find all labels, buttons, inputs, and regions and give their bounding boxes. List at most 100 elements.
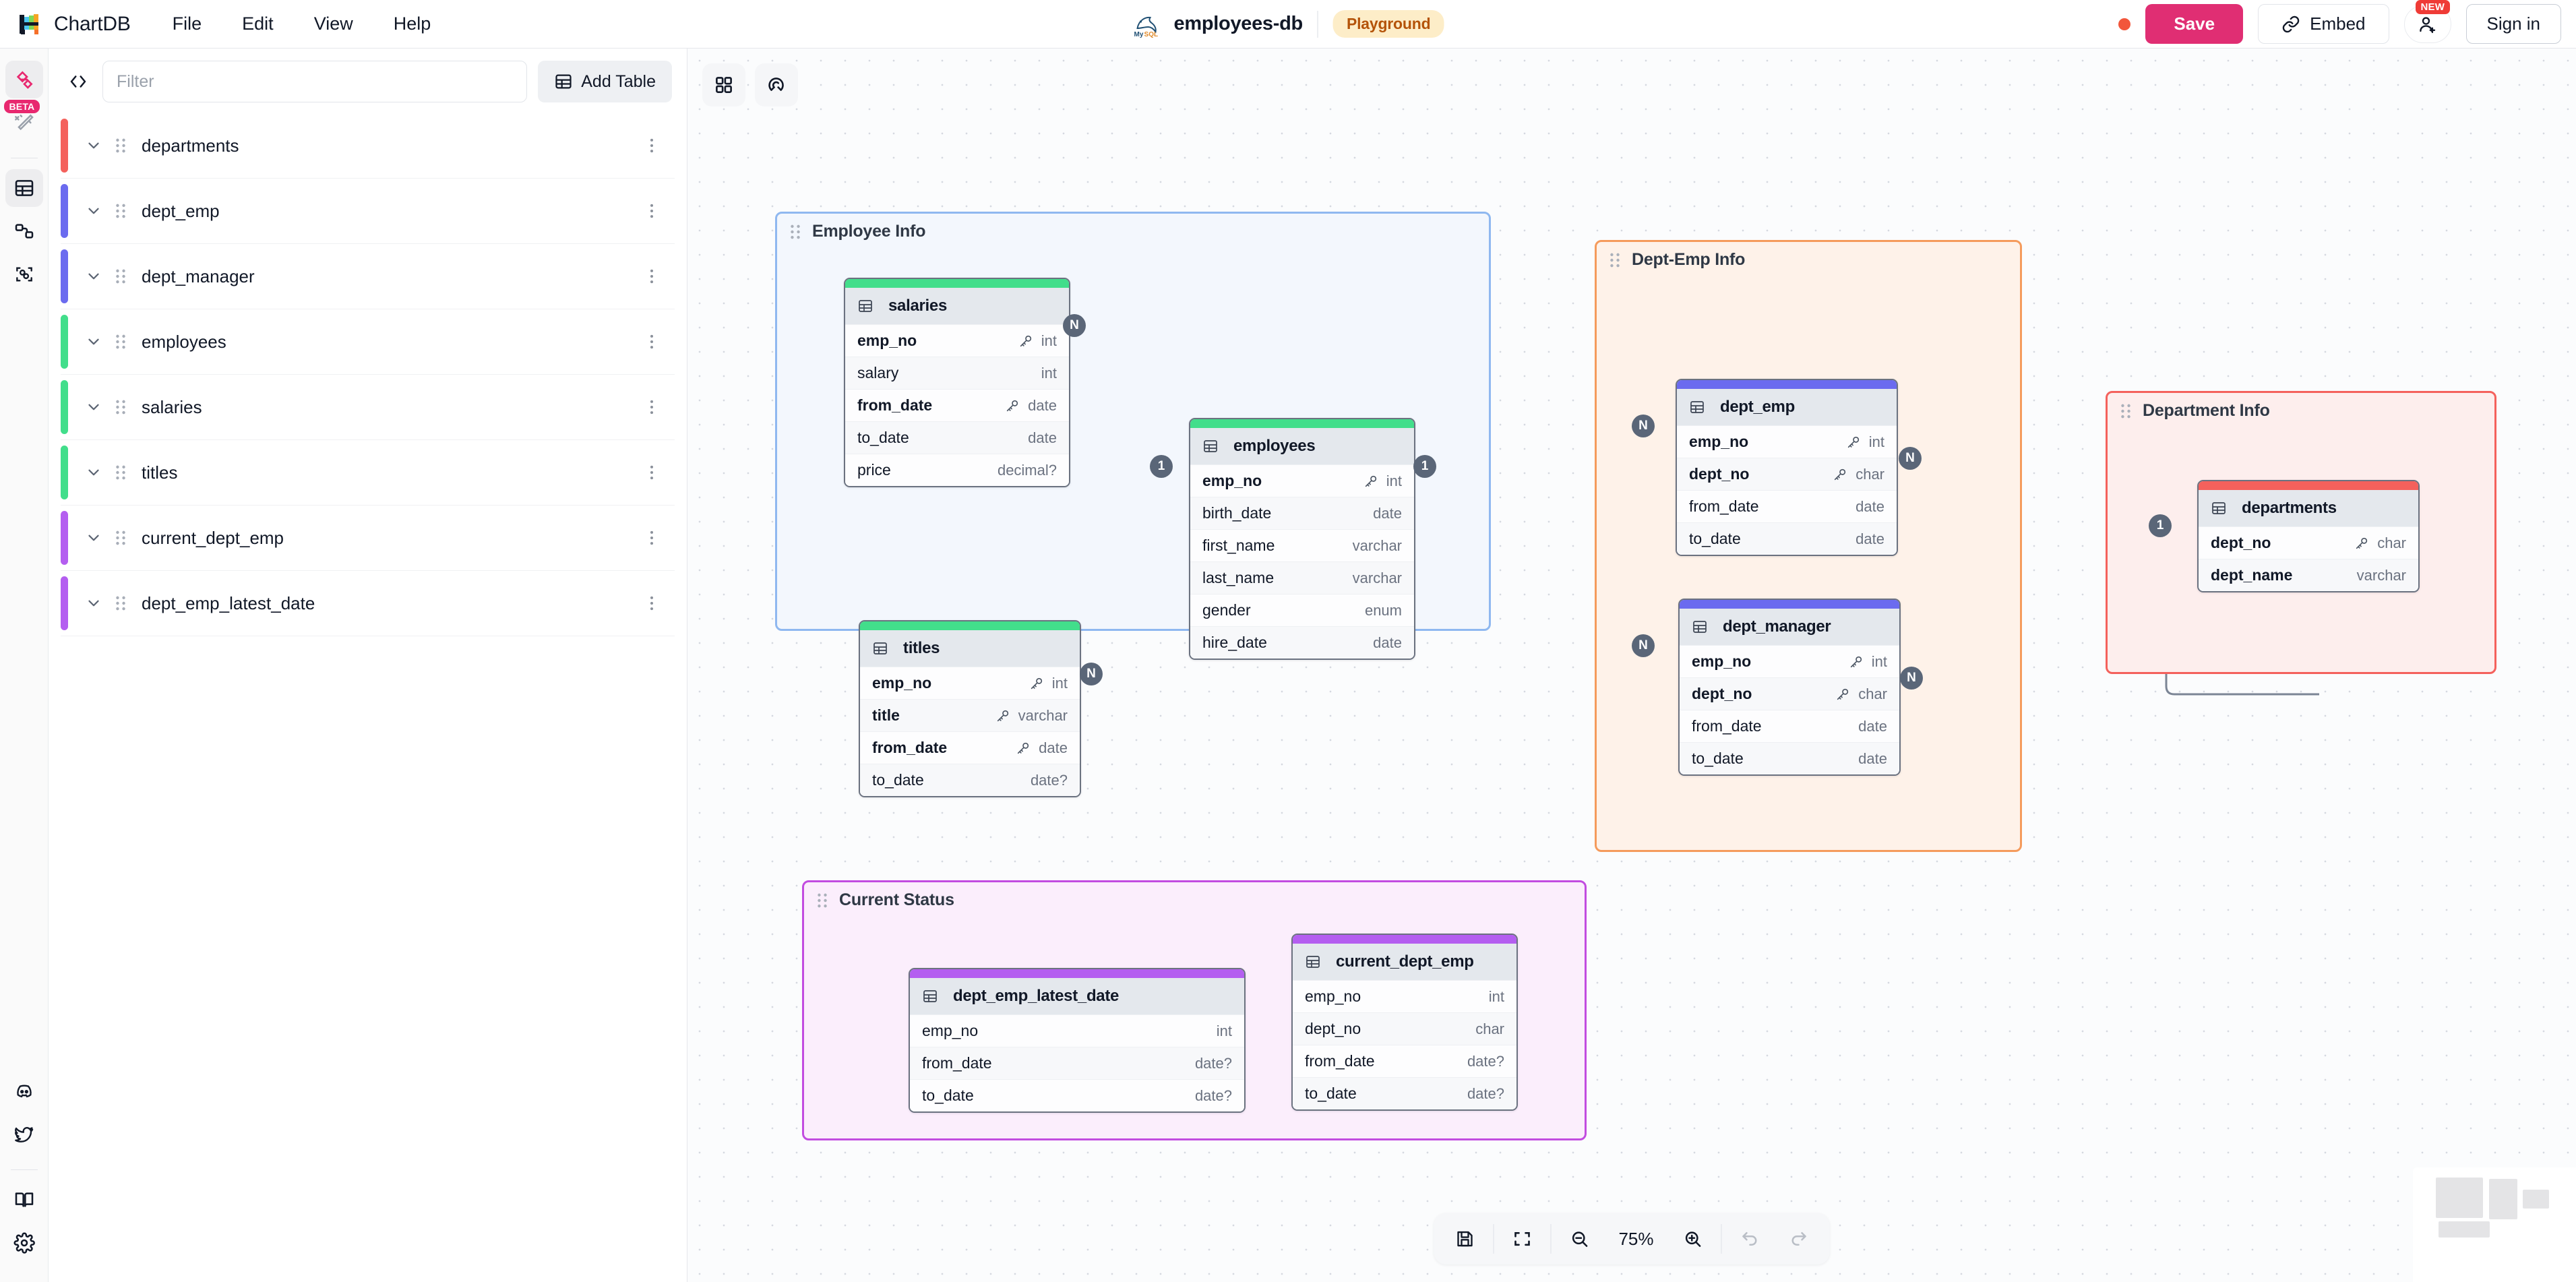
fit-screen-button[interactable] [1498, 1219, 1547, 1259]
table-list-item[interactable]: salaries [61, 375, 675, 440]
menu-help[interactable]: Help [393, 13, 431, 34]
rail-item-relationships[interactable] [5, 212, 43, 250]
chevron-down-icon[interactable] [78, 464, 109, 481]
chevron-down-icon[interactable] [78, 398, 109, 416]
rail-item-tables[interactable] [5, 169, 43, 207]
table-list-item[interactable]: titles [61, 440, 675, 506]
filter-input[interactable] [102, 61, 528, 102]
sign-in-button[interactable]: Sign in [2465, 4, 2561, 44]
add-user-button[interactable]: NEW [2403, 0, 2451, 43]
chevron-down-icon[interactable] [78, 268, 109, 285]
minimap[interactable] [2413, 1167, 2576, 1282]
rail-item-diagram[interactable] [5, 61, 43, 98]
drag-handle-icon[interactable] [109, 464, 132, 481]
zoom-in-button[interactable] [1669, 1219, 1717, 1259]
save-button[interactable]: Save [2145, 4, 2244, 44]
drag-handle-icon[interactable] [109, 202, 132, 220]
chevron-down-icon[interactable] [78, 333, 109, 350]
drag-handle-icon[interactable] [815, 892, 830, 909]
chevron-down-icon[interactable] [78, 529, 109, 547]
rail-item-discord[interactable] [5, 1072, 43, 1110]
rail-item-settings[interactable] [5, 1224, 43, 1262]
table-node-header[interactable]: employees [1190, 428, 1414, 464]
drag-handle-icon[interactable] [109, 137, 132, 154]
more-options-icon[interactable] [638, 590, 665, 617]
drag-handle-icon[interactable] [109, 398, 132, 416]
rail-item-docs[interactable] [5, 1181, 43, 1219]
rail-item-magic-wand[interactable]: BETA [3, 100, 43, 142]
save-diagram-button[interactable] [1441, 1219, 1490, 1259]
undo-button[interactable] [1726, 1219, 1775, 1259]
menu-edit[interactable]: Edit [242, 13, 274, 34]
embed-button[interactable]: Embed [2258, 4, 2389, 44]
zoom-level[interactable]: 75% [1618, 1228, 1654, 1249]
chevron-down-icon[interactable] [78, 202, 109, 220]
drag-handle-icon[interactable] [109, 333, 132, 350]
table-list-item[interactable]: dept_emp_latest_date [61, 571, 675, 636]
table-list-item[interactable]: dept_manager [61, 244, 675, 309]
more-options-icon[interactable] [638, 132, 665, 159]
more-options-icon[interactable] [638, 197, 665, 224]
drag-handle-icon[interactable] [109, 268, 132, 285]
menu-file[interactable]: File [172, 13, 202, 34]
table-node-header[interactable]: titles [860, 630, 1080, 667]
redo-button[interactable] [1775, 1219, 1823, 1259]
add-table-button[interactable]: Add Table [538, 61, 672, 102]
table-list-item[interactable]: departments [61, 113, 675, 179]
drag-handle-icon[interactable] [2118, 402, 2133, 420]
table-node-header[interactable]: departments [2199, 490, 2418, 526]
table-node-header[interactable]: current_dept_emp [1293, 944, 1516, 980]
more-options-icon[interactable] [638, 328, 665, 355]
table-node-header[interactable]: dept_emp [1677, 389, 1897, 425]
grid-layout-button[interactable] [702, 63, 745, 106]
code-brackets-icon[interactable] [65, 68, 92, 95]
more-options-icon[interactable] [638, 459, 665, 486]
drag-handle-icon[interactable] [788, 223, 803, 241]
more-options-icon[interactable] [638, 263, 665, 290]
drag-handle-icon[interactable] [1607, 251, 1622, 269]
rail-item-dependencies[interactable] [5, 255, 43, 293]
table-node-header[interactable]: salaries [845, 288, 1069, 324]
table-list-item[interactable]: employees [61, 309, 675, 375]
chevron-down-icon[interactable] [78, 137, 109, 154]
more-options-icon[interactable] [638, 394, 665, 421]
drag-handle-icon[interactable] [109, 529, 132, 547]
table-node-header[interactable]: dept_emp_latest_date [910, 978, 1244, 1014]
table-list-item[interactable]: current_dept_emp [61, 506, 675, 571]
drag-handle-icon[interactable] [109, 594, 132, 612]
